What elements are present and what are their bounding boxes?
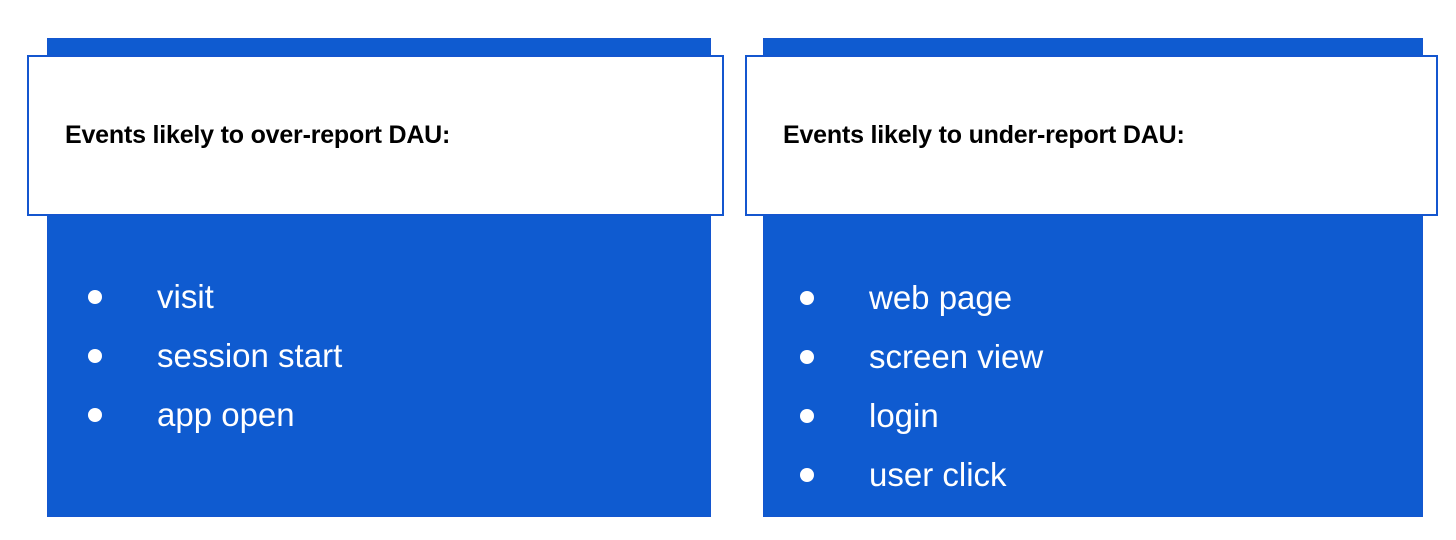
bullet-dot-icon bbox=[88, 289, 102, 304]
list-item: visit bbox=[88, 267, 342, 326]
card-over-report-title: Events likely to over-report DAU: bbox=[65, 120, 451, 149]
list-item-label: web page bbox=[869, 279, 1013, 316]
list-item: web page bbox=[800, 268, 1043, 327]
bullet-dot-icon bbox=[800, 349, 814, 364]
list-item: login bbox=[800, 386, 1043, 445]
bullet-dot-icon bbox=[800, 408, 814, 423]
bullet-dot-icon bbox=[88, 407, 102, 422]
bullet-dot-icon bbox=[800, 467, 814, 482]
under-report-event-list: web page screen view login user click bbox=[800, 268, 1043, 504]
card-under-report-header: Events likely to under-report DAU: bbox=[745, 55, 1438, 216]
over-report-event-list: visit session start app open bbox=[88, 267, 342, 444]
list-item-label: session start bbox=[157, 337, 343, 374]
list-item-label: app open bbox=[157, 396, 295, 433]
list-item: session start bbox=[88, 326, 342, 385]
list-item: user click bbox=[800, 445, 1043, 504]
list-item-label: login bbox=[869, 397, 939, 434]
bullet-dot-icon bbox=[88, 348, 102, 363]
list-item: screen view bbox=[800, 327, 1043, 386]
card-over-report-header: Events likely to over-report DAU: bbox=[27, 55, 724, 216]
list-item-label: screen view bbox=[869, 338, 1044, 375]
card-under-report-title: Events likely to under-report DAU: bbox=[783, 120, 1185, 149]
list-item-label: visit bbox=[157, 278, 214, 315]
list-item-label: user click bbox=[869, 456, 1007, 493]
list-item: app open bbox=[88, 385, 342, 444]
bullet-dot-icon bbox=[800, 290, 814, 305]
